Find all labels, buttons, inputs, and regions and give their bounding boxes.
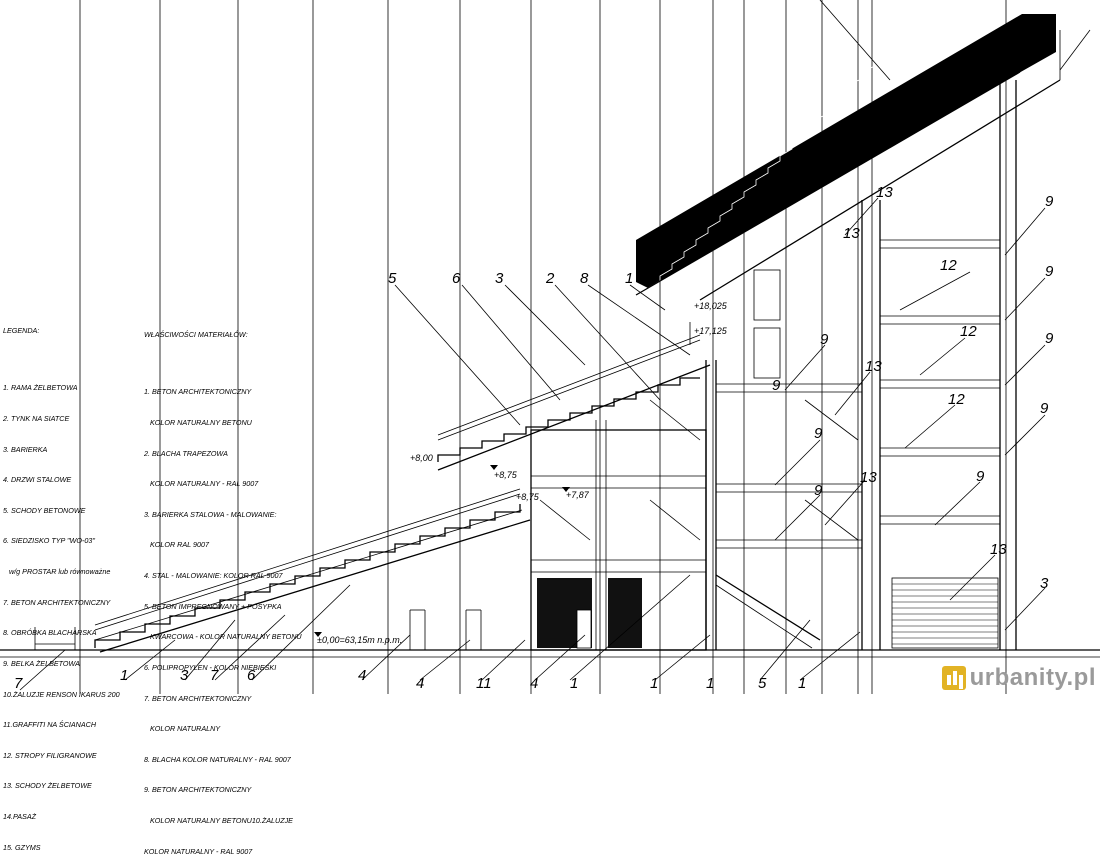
legend-item: 15. GZYMS	[3, 842, 41, 852]
svg-text:13: 13	[865, 358, 882, 375]
svg-text:13: 13	[860, 469, 877, 486]
legend-item: 6. SIEDZISKO TYP "WO-03"	[3, 536, 95, 546]
legend-item: 14.PASAŻ	[3, 811, 37, 821]
middle-stand	[437, 322, 711, 471]
materials-item: 2. BLACHA TRAPEZOWA	[144, 448, 228, 458]
callout: 5	[388, 270, 397, 287]
svg-text:9: 9	[976, 468, 985, 485]
legend-title: LEGENDA:	[3, 326, 40, 336]
elevation-e3: +8,75	[516, 492, 540, 502]
legend-item: 10.ŻALUZJE RENSON IKARUS 200	[3, 689, 120, 699]
svg-text:9: 9	[814, 482, 823, 499]
callouts-mid: 9 13 9	[772, 225, 860, 499]
svg-text:1: 1	[570, 675, 578, 692]
materials-item: KOLOR NATURALNY	[144, 724, 221, 734]
materials-title: WŁAŚCIWOŚCI MATERIAŁÓW:	[144, 330, 248, 340]
svg-text:13: 13	[843, 225, 860, 242]
section-drawing: 5 6 3 2 8 1 13 9 12 9 12 9 13 12 9 9 9 1…	[0, 0, 1100, 694]
legend-item: 13. SCHODY ŻELBETOWE	[3, 781, 92, 791]
legend-item: 1. RAMA ŻELBETOWA	[3, 383, 78, 393]
leader-lines	[19, 0, 1091, 691]
legend-item: w/g PROSTAR lub równoważne	[3, 567, 111, 577]
materials-item: 4. STAL - MALOWANIE: KOLOR RAL 9007	[144, 571, 283, 581]
materials-item: KOLOR NATURALNY - RAL 9007	[144, 846, 253, 856]
svg-text:13: 13	[990, 541, 1007, 558]
svg-text:12: 12	[948, 391, 965, 408]
elevation-markers: ±0,00=63,15m n.p.m. +8,00 +8,75 +8,75 +7…	[314, 301, 728, 645]
materials-list: WŁAŚCIWOŚCI MATERIAŁÓW: 1. BETON ARCHITE…	[144, 310, 302, 867]
callout: 8	[580, 270, 589, 287]
legend-item: 7. BETON ARCHITEKTONICZNY	[3, 597, 111, 607]
building-frame	[409, 80, 1017, 651]
svg-text:5: 5	[758, 675, 767, 692]
legend-item: 5. SCHODY BETONOWE	[3, 505, 86, 515]
svg-text:4: 4	[530, 675, 538, 692]
callout: 1	[625, 270, 633, 287]
legend-item: 3. BARIERKA	[3, 444, 48, 454]
watermark: urbanity.pl	[941, 664, 1096, 692]
svg-text:9: 9	[1045, 263, 1054, 280]
upper-stand	[635, 14, 1061, 301]
svg-text:9: 9	[1045, 193, 1054, 210]
svg-text:11: 11	[476, 675, 492, 692]
urbanity-logo-icon	[941, 666, 966, 690]
elevation-e4: +7,87	[566, 490, 590, 500]
svg-text:13: 13	[876, 184, 893, 201]
svg-text:1: 1	[120, 667, 128, 684]
legend-item: 9. BELKA ŻELBETOWA	[3, 658, 80, 668]
materials-item: 3. BARIERKA STALOWA - MALOWANIE:	[144, 509, 277, 519]
svg-text:1: 1	[706, 675, 714, 692]
svg-text:6: 6	[247, 667, 256, 684]
svg-text:9: 9	[820, 331, 829, 348]
elevation-e2: +8,75	[494, 470, 518, 480]
materials-item: 9. BETON ARCHITEKTONICZNY	[144, 785, 252, 795]
svg-text:1: 1	[798, 675, 806, 692]
materials-item: KOLOR RAL 9007	[144, 540, 209, 550]
legend-item: 8. OBRÓBKA BLACHARSKA	[3, 628, 97, 638]
svg-text:12: 12	[940, 257, 957, 274]
materials-item: KOLOR NATURALNY BETONU	[144, 418, 252, 428]
svg-text:7: 7	[14, 675, 23, 692]
materials-item: KWARCOWA - KOLOR NATURALNY BETONU	[144, 632, 302, 642]
materials-item: KOLOR NATURALNY - RAL 9007	[144, 479, 259, 489]
callouts-top: 5 6 3 2 8 1	[388, 270, 633, 287]
svg-text:12: 12	[960, 323, 977, 340]
svg-text:7: 7	[210, 667, 219, 684]
elevation-e1: +8,00	[410, 453, 433, 463]
materials-item: 7. BETON ARCHITEKTONICZNY	[144, 693, 252, 703]
legend-item: 2. TYNK NA SIATCE	[3, 414, 70, 424]
svg-text:9: 9	[814, 425, 823, 442]
legend-item: 11.GRAFFITI NA ŚCIANACH	[3, 720, 97, 730]
svg-text:3: 3	[180, 667, 189, 684]
svg-text:9: 9	[1045, 330, 1054, 347]
elevation-e6: +17,125	[694, 326, 728, 336]
materials-item: 1. BETON ARCHITEKTONICZNY	[144, 387, 252, 397]
legend-item: 12. STROPY FILIGRANOWE	[3, 750, 97, 760]
svg-text:9: 9	[772, 377, 781, 394]
materials-item: 6. POLIPROPYLEN - KOLOR NIEBIESKI	[144, 662, 277, 672]
callout: 3	[495, 270, 504, 287]
svg-text:3: 3	[1040, 575, 1049, 592]
svg-text:4: 4	[358, 667, 366, 684]
materials-item: KOLOR NATURALNY BETONU10.ŻALUZJE	[144, 815, 293, 825]
callout: 2	[545, 270, 555, 287]
watermark-text: urbanity.pl	[969, 664, 1096, 691]
callouts-bottom: 7 1 3 7 6 4 4 11 4 1 1 1 5 1	[14, 667, 806, 692]
callouts-right: 13 9 12 9 12 9 13 12 9 9 9 13 9 13 3	[814, 184, 1054, 592]
grid-axes	[79, 0, 1007, 694]
lower-stand	[94, 488, 531, 653]
materials-item: 5. BETON IMPREGNOWANY + POSYPKA	[144, 601, 282, 611]
materials-item: 8. BLACHA KOLOR NATURALNY - RAL 9007	[144, 754, 291, 764]
legend: LEGENDA: 1. RAMA ŻELBETOWA 2. TYNK NA SI…	[3, 306, 120, 863]
legend-item: 4. DRZWI STALOWE	[3, 475, 72, 485]
elevation-e5: +18,025	[694, 301, 728, 311]
svg-text:4: 4	[416, 675, 424, 692]
elevation-ground: ±0,00=63,15m n.p.m.	[317, 635, 402, 645]
svg-text:9: 9	[1040, 400, 1049, 417]
svg-text:1: 1	[650, 675, 658, 692]
callout: 6	[452, 270, 461, 287]
